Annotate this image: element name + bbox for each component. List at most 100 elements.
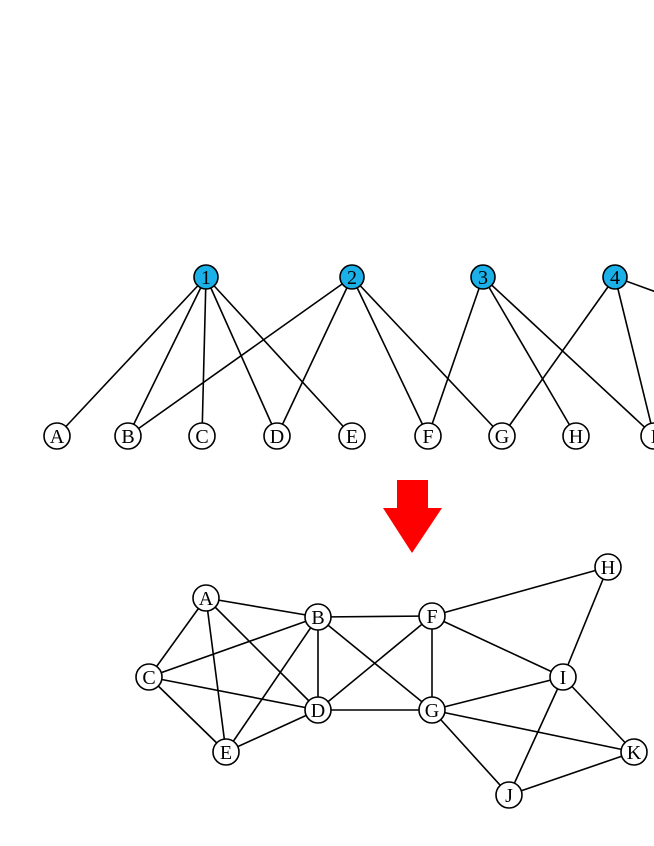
node-circle: [339, 264, 365, 290]
bipartite-top-node-1: 1: [193, 264, 219, 290]
bipartite-bottom-node-g: G: [488, 422, 516, 450]
down-arrow-icon: [383, 480, 442, 553]
bipartite-edge-3-i: [482, 276, 654, 437]
bipartite-top-node-4: 4: [602, 264, 628, 290]
node-circle: [135, 663, 163, 691]
node-circle: [414, 422, 442, 450]
bipartite-edge-2-f: [351, 276, 429, 437]
node-circle: [620, 738, 648, 766]
node-circle: [488, 422, 516, 450]
bipartite-edges: [56, 276, 654, 437]
node-circle: [602, 264, 628, 290]
node-label: 2: [347, 267, 357, 289]
bipartite-edge-2-g: [351, 276, 503, 437]
projection-edge-f-i: [431, 615, 564, 678]
projection-node-b: B: [304, 603, 332, 631]
projection-edge-c-d: [148, 676, 319, 711]
node-circle: [193, 264, 219, 290]
bipartite-edge-1-c: [201, 276, 207, 437]
projection-edge-f-h: [431, 566, 609, 617]
projection-node-k: K: [620, 738, 648, 766]
node-label: E: [346, 426, 358, 448]
projection-edge-a-d: [205, 597, 319, 711]
node-label: D: [311, 700, 325, 722]
projection-node-i: I: [549, 663, 577, 691]
node-label: F: [422, 426, 433, 448]
bipartite-edge-1-b: [127, 276, 207, 437]
node-circle: [304, 696, 332, 724]
projection-edge-c-e: [148, 676, 227, 753]
node-circle: [470, 264, 496, 290]
projection-node-j: J: [495, 781, 523, 809]
projection-edge-a-e: [205, 597, 227, 753]
bipartite-edge-2-d: [276, 276, 353, 437]
node-circle: [418, 696, 446, 724]
projection-node-a: A: [192, 584, 220, 612]
bipartite-bottom-node-h: H: [562, 422, 590, 450]
projection-edges: [148, 566, 635, 796]
projection-node-e: E: [212, 738, 240, 766]
transformation-arrow-group: [383, 480, 442, 553]
projection-edge-g-j: [431, 709, 510, 796]
bipartite-edge-2-b: [127, 276, 353, 437]
projection-edge-b-c: [148, 616, 319, 678]
node-circle: [418, 602, 446, 630]
bipartite-edge-4-i: [614, 276, 654, 437]
bipartite-bottom-node-e: E: [338, 422, 366, 450]
bipartite-bottom-node-c: C: [188, 422, 216, 450]
node-label: A: [50, 426, 65, 448]
bipartite-edge-3-f: [427, 276, 484, 437]
node-label: H: [569, 426, 583, 448]
projection-node-g: G: [418, 696, 446, 724]
projection-edge-b-f: [317, 615, 433, 618]
bipartite-bottom-node-d: D: [263, 422, 291, 450]
bipartite-nodes: 1 2 3 4A B C D E F G H I: [43, 264, 654, 450]
node-circle: [338, 422, 366, 450]
projection-edge-i-j: [508, 676, 564, 796]
projection-edge-g-k: [431, 709, 635, 753]
projection-node-f: F: [418, 602, 446, 630]
node-circle: [304, 603, 332, 631]
projection-edge-b-e: [225, 616, 319, 753]
projection-edge-g-i: [431, 676, 564, 711]
node-circle: [43, 422, 71, 450]
bipartite-top-node-3: 3: [470, 264, 496, 290]
node-circle: [549, 663, 577, 691]
node-label: J: [505, 785, 513, 807]
bipartite-edge-1-d: [205, 276, 278, 437]
node-label: B: [121, 426, 134, 448]
node-label: D: [270, 426, 284, 448]
node-label: 3: [478, 267, 488, 289]
projection-edge-a-c: [148, 597, 207, 678]
node-label: B: [311, 607, 324, 629]
node-label: C: [142, 667, 155, 689]
projection-edge-a-b: [205, 597, 319, 618]
bipartite-bottom-node-b: B: [114, 422, 142, 450]
node-circle: [114, 422, 142, 450]
node-label: G: [495, 426, 509, 448]
node-label: C: [195, 426, 208, 448]
bipartite-edge-3-h: [482, 276, 577, 437]
node-label: F: [426, 606, 437, 628]
node-label: I: [560, 667, 567, 689]
bipartite-bottom-node-f: F: [414, 422, 442, 450]
node-circle: [562, 422, 590, 450]
node-label: K: [627, 742, 642, 764]
projection-edge-j-k: [508, 751, 635, 796]
node-circle: [594, 553, 622, 581]
node-circle: [188, 422, 216, 450]
projection-node-c: C: [135, 663, 163, 691]
node-circle: [263, 422, 291, 450]
node-label: 1: [201, 267, 211, 289]
bipartite-top-node-2: 2: [339, 264, 365, 290]
node-circle: [640, 422, 654, 450]
node-label: 4: [610, 267, 620, 289]
node-circle: [495, 781, 523, 809]
node-label: G: [425, 700, 439, 722]
node-label: A: [199, 588, 214, 610]
projection-edge-d-f: [317, 615, 433, 711]
node-label: I: [651, 426, 654, 448]
projection-edge-h-i: [562, 566, 609, 678]
